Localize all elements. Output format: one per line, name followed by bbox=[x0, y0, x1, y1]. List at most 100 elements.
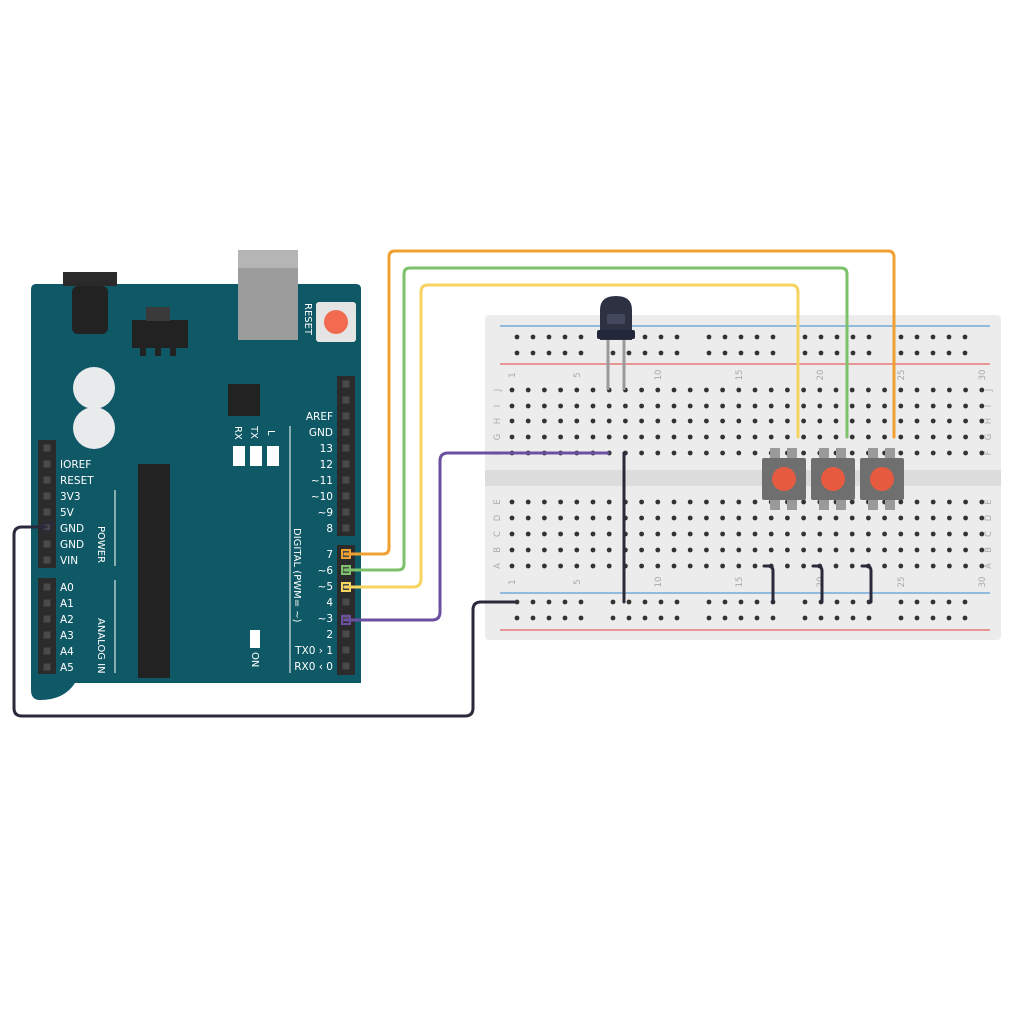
breadboard-hole[interactable] bbox=[558, 403, 563, 409]
breadboard-hole[interactable] bbox=[801, 434, 806, 440]
breadboard-hole[interactable] bbox=[674, 615, 680, 621]
breadboard-hole[interactable] bbox=[509, 531, 515, 537]
breadboard-hole[interactable] bbox=[525, 563, 531, 569]
breadboard-hole[interactable] bbox=[817, 515, 823, 521]
breadboard-hole[interactable] bbox=[898, 450, 904, 456]
breadboard-hole[interactable] bbox=[704, 531, 709, 537]
breadboard-hole[interactable] bbox=[525, 434, 531, 440]
breadboard-hole[interactable] bbox=[655, 418, 661, 424]
breadboard-hole[interactable] bbox=[818, 350, 824, 356]
breadboard-hole[interactable] bbox=[642, 599, 648, 605]
breadboard-hole[interactable] bbox=[525, 515, 531, 521]
breadboard-hole[interactable] bbox=[687, 434, 693, 440]
breadboard-hole[interactable] bbox=[558, 434, 563, 440]
breadboard-hole[interactable] bbox=[514, 599, 520, 605]
breadboard-hole[interactable] bbox=[849, 434, 855, 440]
breadboard-hole[interactable] bbox=[866, 531, 871, 537]
breadboard-hole[interactable] bbox=[639, 387, 644, 393]
breadboard-hole[interactable] bbox=[704, 418, 709, 424]
breadboard-hole[interactable] bbox=[590, 403, 596, 409]
breadboard-hole[interactable] bbox=[542, 499, 547, 505]
breadboard-hole[interactable] bbox=[898, 334, 904, 340]
breadboard-hole[interactable] bbox=[736, 563, 742, 569]
breadboard-hole[interactable] bbox=[850, 599, 856, 605]
breadboard-hole[interactable] bbox=[979, 499, 985, 505]
breadboard-hole[interactable] bbox=[546, 334, 552, 340]
breadboard-hole[interactable] bbox=[509, 387, 515, 393]
breadboard-hole[interactable] bbox=[655, 434, 661, 440]
breadboard-hole[interactable] bbox=[785, 563, 790, 569]
breadboard-hole[interactable] bbox=[834, 615, 840, 621]
breadboard-hole[interactable] bbox=[562, 334, 568, 340]
breadboard-hole[interactable] bbox=[754, 350, 760, 356]
breadboard-hole[interactable] bbox=[962, 334, 968, 340]
breadboard-hole[interactable] bbox=[720, 547, 725, 553]
breadboard-hole[interactable] bbox=[542, 418, 547, 424]
breadboard-hole[interactable] bbox=[530, 334, 536, 340]
breadboard-hole[interactable] bbox=[882, 547, 887, 553]
breadboard-hole[interactable] bbox=[898, 547, 904, 553]
header-pin[interactable] bbox=[43, 540, 51, 548]
breadboard-hole[interactable] bbox=[963, 531, 968, 537]
breadboard-hole[interactable] bbox=[671, 434, 677, 440]
header-pin[interactable] bbox=[342, 508, 350, 516]
breadboard-hole[interactable] bbox=[817, 547, 823, 553]
breadboard-hole[interactable] bbox=[736, 515, 742, 521]
breadboard-hole[interactable] bbox=[849, 563, 855, 569]
breadboard-hole[interactable] bbox=[849, 515, 855, 521]
breadboard-hole[interactable] bbox=[720, 403, 725, 409]
breadboard-hole[interactable] bbox=[606, 547, 612, 553]
breadboard-hole[interactable] bbox=[866, 547, 871, 553]
breadboard-hole[interactable] bbox=[833, 387, 839, 393]
breadboard-hole[interactable] bbox=[574, 563, 580, 569]
breadboard-hole[interactable] bbox=[849, 499, 855, 505]
breadboard-hole[interactable] bbox=[639, 547, 644, 553]
breadboard-hole[interactable] bbox=[802, 599, 808, 605]
breadboard-hole[interactable] bbox=[801, 418, 806, 424]
breadboard-hole[interactable] bbox=[530, 615, 536, 621]
breadboard-hole[interactable] bbox=[706, 599, 712, 605]
breadboard-hole[interactable] bbox=[639, 450, 644, 456]
breadboard-hole[interactable] bbox=[882, 418, 887, 424]
breadboard-hole[interactable] bbox=[558, 418, 563, 424]
breadboard-hole[interactable] bbox=[674, 599, 680, 605]
breadboard-hole[interactable] bbox=[898, 615, 904, 621]
breadboard-hole[interactable] bbox=[979, 418, 985, 424]
breadboard-hole[interactable] bbox=[738, 599, 744, 605]
breadboard-hole[interactable] bbox=[963, 499, 968, 505]
breadboard-hole[interactable] bbox=[768, 515, 774, 521]
breadboard-hole[interactable] bbox=[562, 599, 568, 605]
breadboard-hole[interactable] bbox=[752, 531, 758, 537]
breadboard-hole[interactable] bbox=[674, 334, 680, 340]
breadboard-hole[interactable] bbox=[752, 403, 758, 409]
wire-button1-gnd[interactable] bbox=[762, 564, 775, 604]
breadboard-hole[interactable] bbox=[509, 403, 515, 409]
breadboard-hole[interactable] bbox=[962, 350, 968, 356]
breadboard-hole[interactable] bbox=[768, 531, 774, 537]
breadboard-hole[interactable] bbox=[720, 563, 725, 569]
breadboard-hole[interactable] bbox=[671, 450, 677, 456]
header-pin[interactable] bbox=[342, 380, 350, 388]
breadboard-hole[interactable] bbox=[752, 563, 758, 569]
breadboard-hole[interactable] bbox=[930, 387, 936, 393]
breadboard-hole[interactable] bbox=[606, 434, 612, 440]
breadboard-hole[interactable] bbox=[930, 434, 936, 440]
breadboard-hole[interactable] bbox=[801, 403, 806, 409]
header-pin[interactable] bbox=[43, 583, 51, 591]
breadboard-hole[interactable] bbox=[542, 547, 547, 553]
breadboard-hole[interactable] bbox=[914, 387, 920, 393]
breadboard-hole[interactable] bbox=[687, 563, 693, 569]
breadboard-hole[interactable] bbox=[736, 434, 742, 440]
breadboard-hole[interactable] bbox=[914, 599, 920, 605]
breadboard-hole[interactable] bbox=[542, 434, 547, 440]
breadboard-hole[interactable] bbox=[704, 547, 709, 553]
breadboard-hole[interactable] bbox=[963, 403, 968, 409]
breadboard-hole[interactable] bbox=[930, 334, 936, 340]
breadboard-hole[interactable] bbox=[768, 387, 774, 393]
header-pin[interactable] bbox=[342, 630, 350, 638]
breadboard-hole[interactable] bbox=[947, 418, 952, 424]
breadboard-hole[interactable] bbox=[671, 387, 677, 393]
header-pin[interactable] bbox=[342, 492, 350, 500]
breadboard-hole[interactable] bbox=[947, 403, 952, 409]
breadboard-hole[interactable] bbox=[578, 599, 584, 605]
